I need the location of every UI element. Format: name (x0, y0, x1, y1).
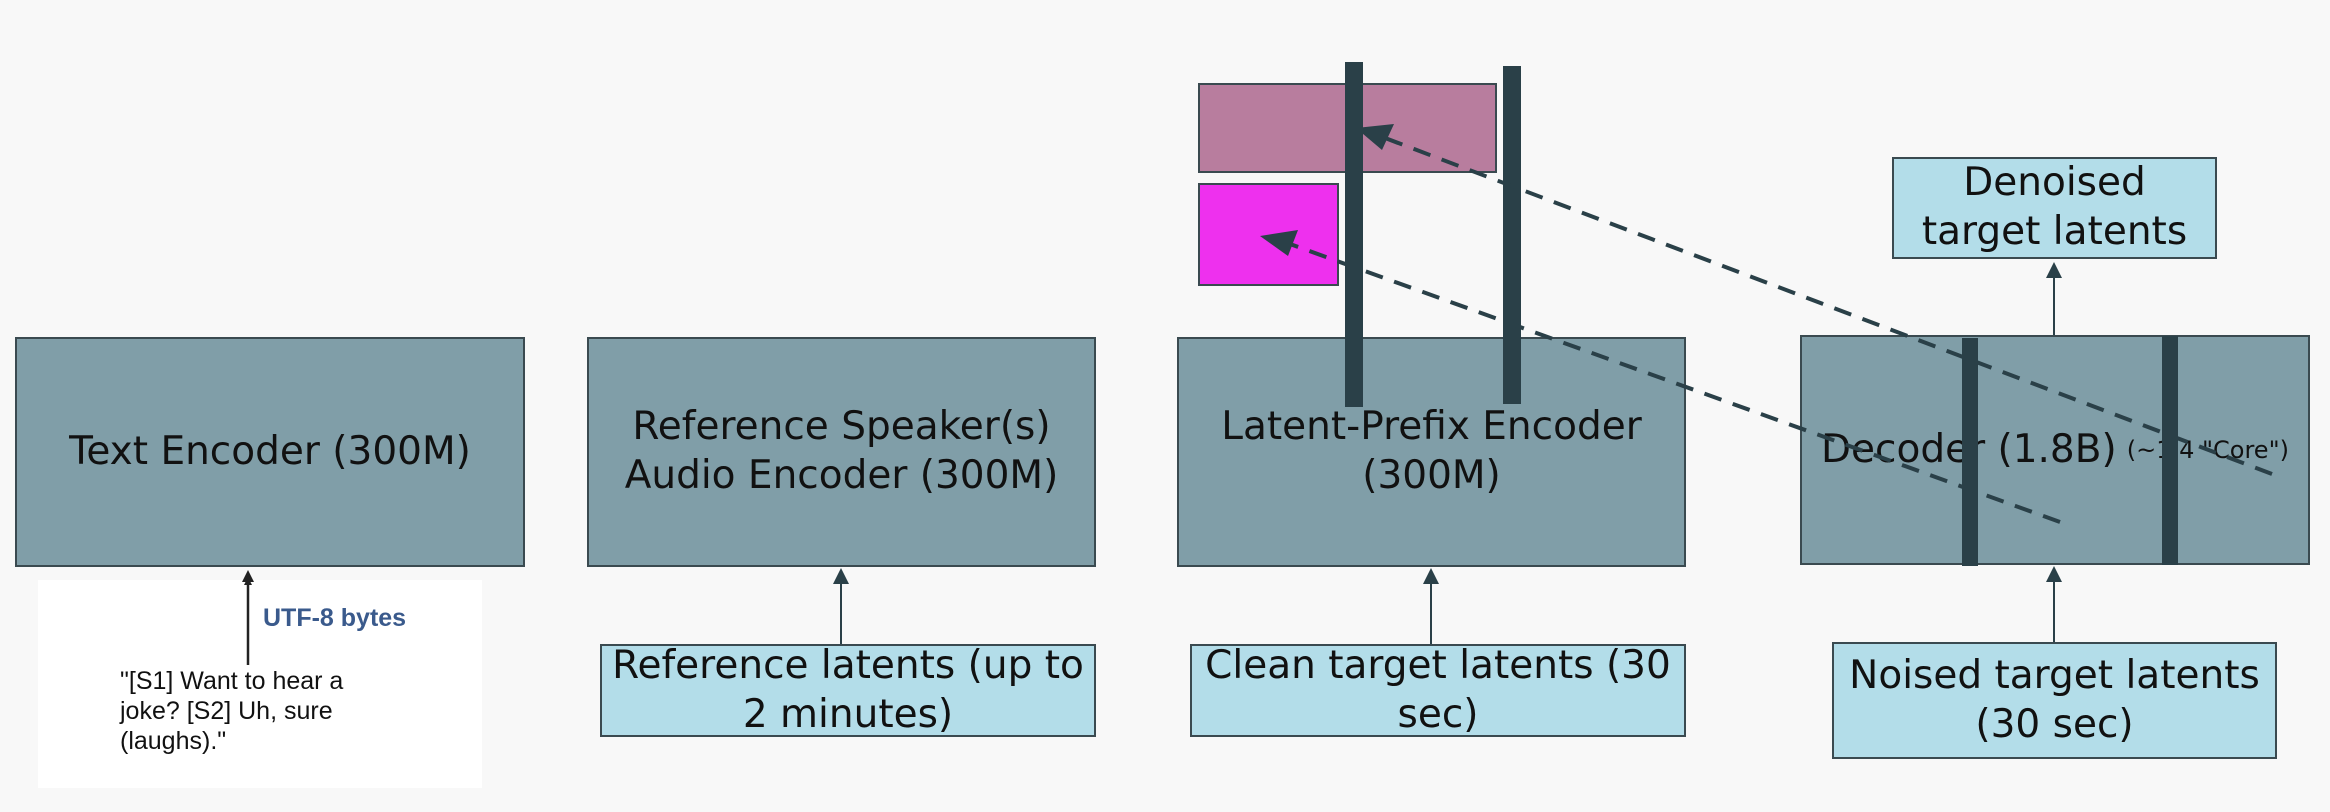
vertical-bar-1 (1345, 62, 1363, 407)
text-encoder-label: Text Encoder (300M) (69, 428, 471, 474)
text-input-card (38, 580, 482, 788)
magenta-block (1198, 183, 1339, 286)
utf8-bytes-label: UTF-8 bytes (263, 604, 407, 632)
vertical-bar-2 (1503, 66, 1521, 404)
dashed-attention-pink (1384, 136, 2273, 476)
latent-prefix-encoder-line2: (300M) (1362, 453, 1501, 498)
reference-latents-line1: Reference latents (up to (612, 642, 1084, 688)
noised-target-latents-line1: Noised target latents (1849, 652, 2260, 698)
arrow-noised-head (2046, 566, 2062, 582)
arrow-output-head (2046, 262, 2062, 278)
vertical-bar-4 (2162, 336, 2178, 565)
reference-encoder-label-line2: Audio Encoder (300M) (624, 453, 1059, 498)
clean-target-latents-line2: sec) (1397, 691, 1479, 737)
denoised-target-latents-line2: target latents (1921, 209, 2188, 254)
reference-latents-box: Reference latents (up to 2 minutes) (600, 642, 1096, 737)
dashed-attention-magenta (1289, 242, 2061, 524)
reference-latents-line2: 2 minutes) (742, 691, 954, 737)
decoder-box: Decoder (1.8B) (~1.4 "Core") (1800, 335, 2310, 565)
text-example: "[S1] Want to hear a joke? [S2] Uh, sure… (120, 667, 344, 755)
noised-target-latents-line2: (30 sec) (1975, 701, 2134, 747)
reference-encoder-box: Reference Speaker(s) Audio Encoder (300M… (587, 337, 1096, 567)
clean-target-latents-line1: Clean target latents (30 (1205, 642, 1671, 688)
denoised-target-latents-box: Denoised target latents (1892, 157, 2217, 259)
arrow-clean-head (1423, 568, 1439, 584)
text-encoder-box: Text Encoder (300M) (15, 337, 525, 567)
clean-target-latents-box: Clean target latents (30 sec) (1190, 642, 1686, 737)
reference-encoder-label-line1: Reference Speaker(s) (632, 404, 1051, 450)
vertical-bar-3 (1962, 338, 1978, 566)
noised-target-latents-box: Noised target latents (30 sec) (1832, 642, 2277, 759)
denoised-target-latents-line1: Denoised (1963, 160, 2146, 206)
latent-prefix-encoder-box: Latent-Prefix Encoder (300M) (1177, 337, 1686, 567)
arrow-reference-head (833, 568, 849, 584)
latent-prefix-encoder-line1: Latent-Prefix Encoder (1221, 404, 1642, 450)
arrow-text-head (242, 570, 254, 582)
dashed-attention-magenta-head (1260, 230, 1298, 256)
dashed-attention-pink-head (1356, 124, 1394, 150)
